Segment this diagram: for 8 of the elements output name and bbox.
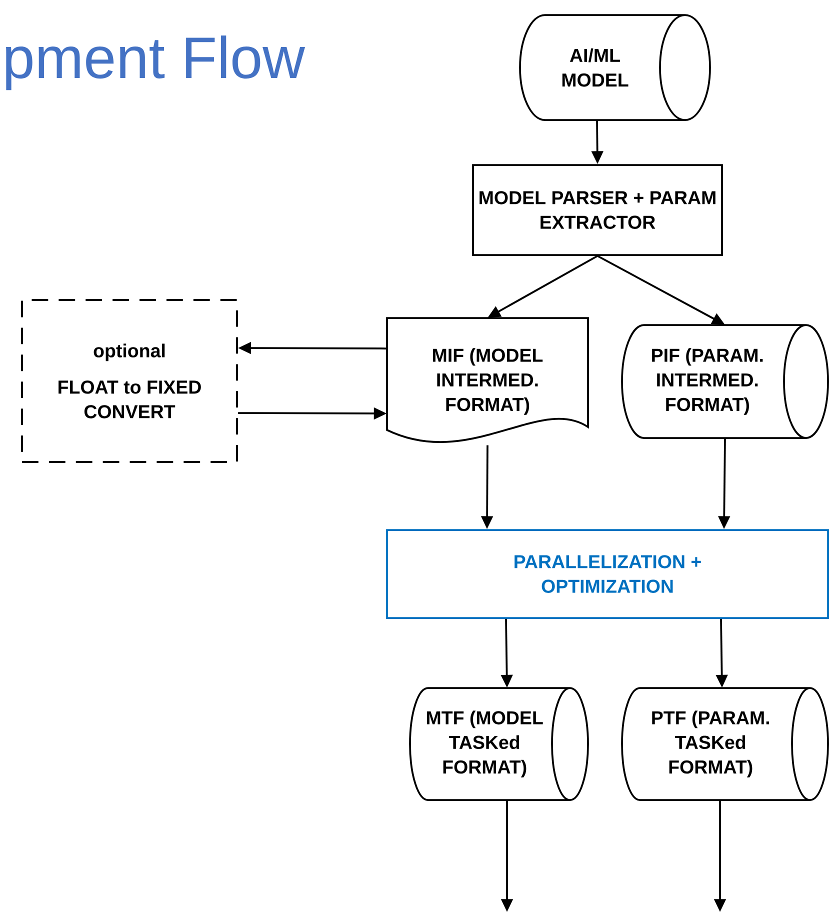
data-cylinder: PIF (PARAM. INTERMED. FORMAT) xyxy=(621,324,829,439)
data-cylinder: PTF (PARAM. TASKed FORMAT) xyxy=(621,687,829,801)
optional-box: optional FLOAT to FIXED CONVERT xyxy=(20,298,238,464)
process-box: MODEL PARSER + PARAM EXTRACTOR xyxy=(472,164,723,256)
data-cylinder: AI/ML MODEL xyxy=(519,14,711,121)
data-cylinder: MTF (MODEL TASKed FORMAT) xyxy=(409,687,589,801)
title: pment Flow xyxy=(6,36,306,90)
process-box: PARALLELIZATION + OPTIMIZATION xyxy=(386,529,829,619)
